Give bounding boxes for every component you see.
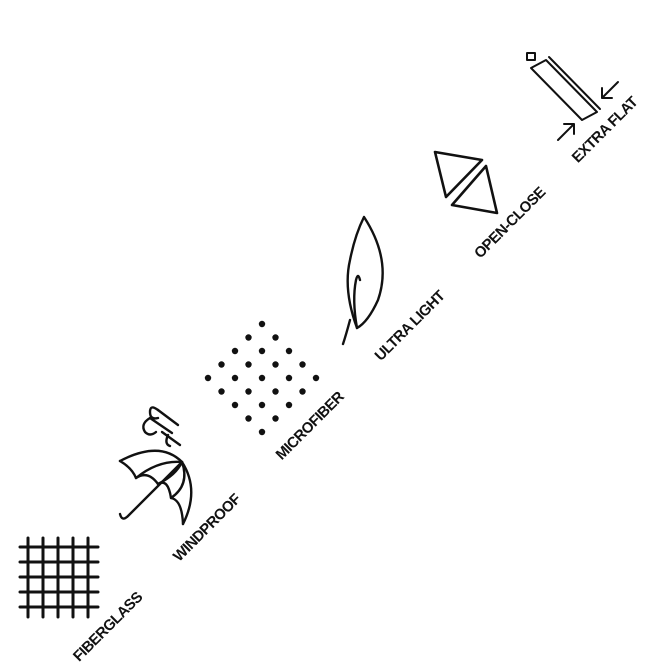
dot	[299, 361, 306, 368]
dot	[258, 428, 266, 436]
dot	[218, 388, 225, 395]
dot	[245, 361, 252, 368]
triangles-icon	[433, 150, 499, 215]
dot	[218, 361, 225, 368]
dot	[258, 347, 266, 355]
dot	[312, 374, 320, 382]
dot	[299, 388, 306, 395]
dot	[285, 401, 293, 409]
umbrella-wind-icon	[118, 406, 193, 526]
dot	[245, 334, 252, 341]
dot	[272, 361, 279, 368]
grid-mesh-icon	[18, 536, 100, 619]
dot-pattern-icon	[204, 320, 320, 436]
dot	[285, 374, 293, 382]
dot	[258, 320, 266, 328]
dot	[272, 334, 279, 341]
dot	[272, 415, 279, 422]
dot	[285, 347, 293, 355]
dot	[245, 388, 252, 395]
dot	[258, 401, 266, 409]
dot	[231, 374, 239, 382]
flat-profile-icon	[526, 52, 619, 141]
dot	[204, 374, 212, 382]
dot	[272, 388, 279, 395]
dot	[258, 374, 266, 382]
leaf-icon	[341, 215, 384, 346]
dot	[245, 415, 252, 422]
dot	[231, 401, 239, 409]
dot	[231, 347, 239, 355]
